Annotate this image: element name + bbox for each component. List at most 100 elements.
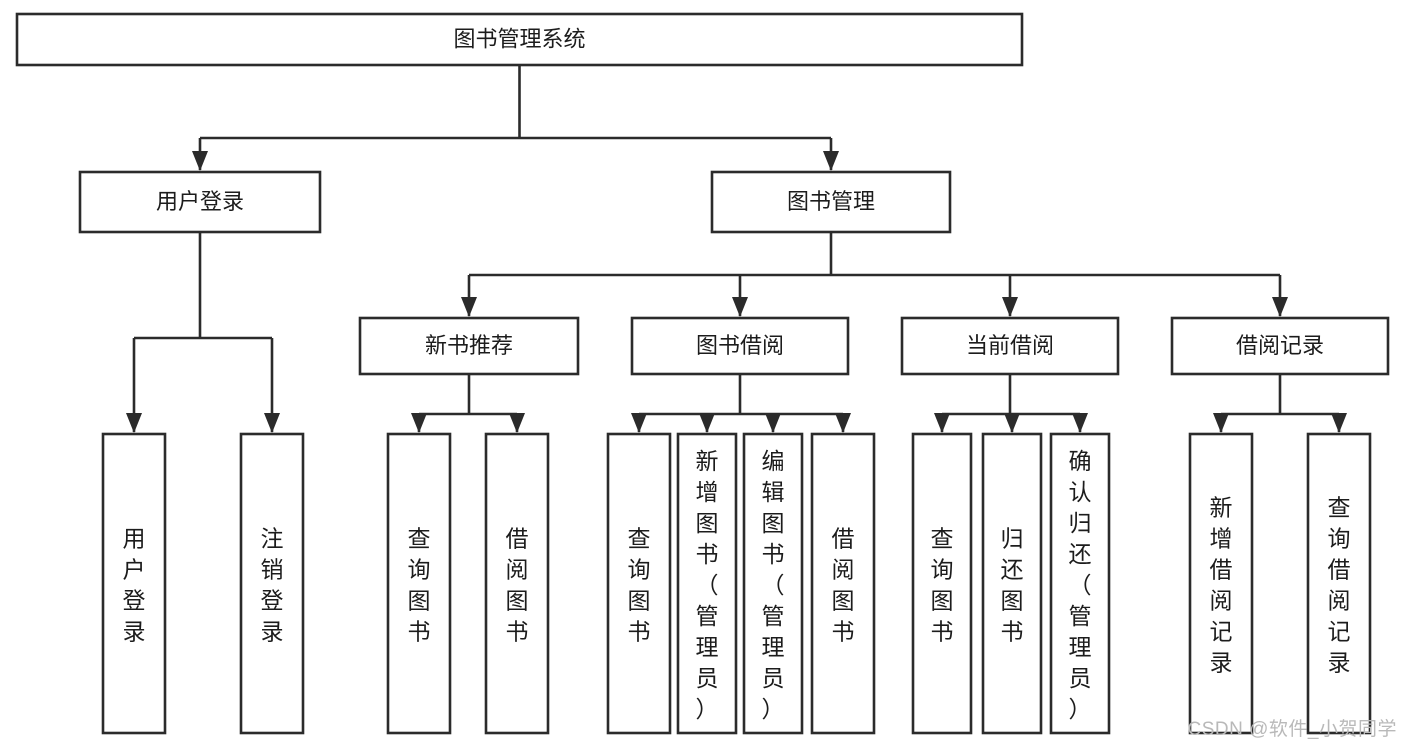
arrow-head-level2 <box>192 151 208 171</box>
leaf-label-char: 书 <box>408 618 431 644</box>
arrow-head-leaf <box>1072 413 1088 433</box>
arrow-head-leaf <box>765 413 781 433</box>
node-label-level3-2: 当前借阅 <box>966 333 1054 358</box>
leaf-label-char: 录 <box>1210 649 1233 675</box>
node-box-level3-3[interactable] <box>1170 316 1390 376</box>
node-layer: 图书管理系统用户登录图书管理新书推荐图书借阅当前借阅借阅记录用户登录注销登录查询… <box>15 12 1390 735</box>
leaf-label-char: 借 <box>1210 556 1233 582</box>
node-box-level3-2[interactable] <box>900 316 1120 376</box>
leaf-label-char: 阅 <box>1328 587 1351 613</box>
leaf-label-char: 图 <box>1001 587 1024 613</box>
arrow-head-level3 <box>461 297 477 317</box>
leaf-label-char: （ <box>762 572 785 598</box>
arrow-head-leaf <box>126 413 142 433</box>
leaf-label-char: 图 <box>762 510 785 536</box>
leaf-box-12[interactable] <box>1306 432 1372 735</box>
leaf-label-char: 图 <box>506 587 529 613</box>
leaf-box-1[interactable] <box>239 432 305 735</box>
leaf-label-char: 销 <box>261 556 284 582</box>
arrow-head-leaf <box>1004 413 1020 433</box>
leaf-box-7[interactable] <box>810 432 876 735</box>
arrow-head-leaf <box>1213 413 1229 433</box>
arrow-head-level3 <box>732 297 748 317</box>
leaf-box-2[interactable] <box>386 432 452 735</box>
leaf-label-char: 书 <box>506 618 529 644</box>
leaf-label-char: 员 <box>762 665 785 691</box>
leaf-label-char: 查 <box>628 525 651 551</box>
leaf-label-char: 图 <box>931 587 954 613</box>
arrow-head-leaf <box>509 413 525 433</box>
leaf-label-char: 书 <box>1001 618 1024 644</box>
leaf-label-char: 增 <box>1210 525 1233 551</box>
leaf-box-0[interactable] <box>101 432 167 735</box>
connector-layer <box>126 65 1347 433</box>
arrow-head-leaf <box>1331 413 1347 433</box>
leaf-label-char: 员 <box>1069 665 1092 691</box>
leaf-label-char: 辑 <box>762 479 785 505</box>
node-label-level2-1: 图书管理 <box>787 189 875 214</box>
leaf-box-10[interactable] <box>1049 432 1111 735</box>
node-label-level3-3: 借阅记录 <box>1236 333 1324 358</box>
leaf-label-char: 阅 <box>1210 587 1233 613</box>
leaf-label-char: 查 <box>931 525 954 551</box>
leaf-label-char: 理 <box>762 634 785 660</box>
leaf-box-4[interactable] <box>606 432 672 735</box>
leaf-label-char: 查 <box>408 525 431 551</box>
leaf-label-char: 借 <box>832 525 855 551</box>
leaf-label-char: ） <box>762 696 785 722</box>
node-box-level2-1[interactable] <box>710 170 952 234</box>
node-label-level3-0: 新书推荐 <box>425 333 513 358</box>
arrow-head-leaf <box>934 413 950 433</box>
leaf-label-char: 登 <box>261 587 284 613</box>
node-box-level3-0[interactable] <box>358 316 580 376</box>
leaf-label-0: 用户登录 <box>123 525 146 644</box>
leaf-box-11[interactable] <box>1188 432 1254 735</box>
arrow-head-leaf <box>699 413 715 433</box>
leaf-label-char: 书 <box>931 618 954 644</box>
leaf-label-char: ） <box>1069 696 1092 722</box>
arrow-head-leaf <box>264 413 280 433</box>
leaf-label-char: 记 <box>1328 618 1351 644</box>
node-box-root[interactable] <box>15 12 1024 67</box>
arrow-head-level2 <box>823 151 839 171</box>
node-box-level2-0[interactable] <box>78 170 322 234</box>
leaf-label-char: 录 <box>261 618 284 644</box>
leaf-box-5[interactable] <box>676 432 738 735</box>
leaf-box-3[interactable] <box>484 432 550 735</box>
arrow-head-leaf <box>835 413 851 433</box>
leaf-label-char: 录 <box>1328 649 1351 675</box>
leaf-label-char: 用 <box>123 525 146 551</box>
arrow-head-leaf <box>411 413 427 433</box>
leaf-label-char: 图 <box>696 510 719 536</box>
leaf-label-char: 注 <box>261 525 284 551</box>
node-label-level3-1: 图书借阅 <box>696 333 784 358</box>
leaf-label-char: 理 <box>1069 634 1092 660</box>
leaf-label-char: 认 <box>1069 479 1092 505</box>
leaf-label-char: 录 <box>123 618 146 644</box>
leaf-box-6[interactable] <box>742 432 804 735</box>
node-label-level2-0: 用户登录 <box>156 189 244 214</box>
leaf-label-char: 查 <box>1328 494 1351 520</box>
leaf-box-8[interactable] <box>911 432 973 735</box>
leaf-label-char: 管 <box>1069 603 1092 629</box>
leaf-label-char: 理 <box>696 634 719 660</box>
leaf-label-char: 还 <box>1069 541 1092 567</box>
leaf-label-char: 书 <box>628 618 651 644</box>
leaf-label-char: 图 <box>628 587 651 613</box>
leaf-label-char: （ <box>1069 572 1092 598</box>
leaf-label-char: 询 <box>408 556 431 582</box>
leaf-label-char: 阅 <box>832 556 855 582</box>
node-box-level3-1[interactable] <box>630 316 850 376</box>
leaf-box-9[interactable] <box>981 432 1043 735</box>
leaf-label-char: 借 <box>1328 556 1351 582</box>
